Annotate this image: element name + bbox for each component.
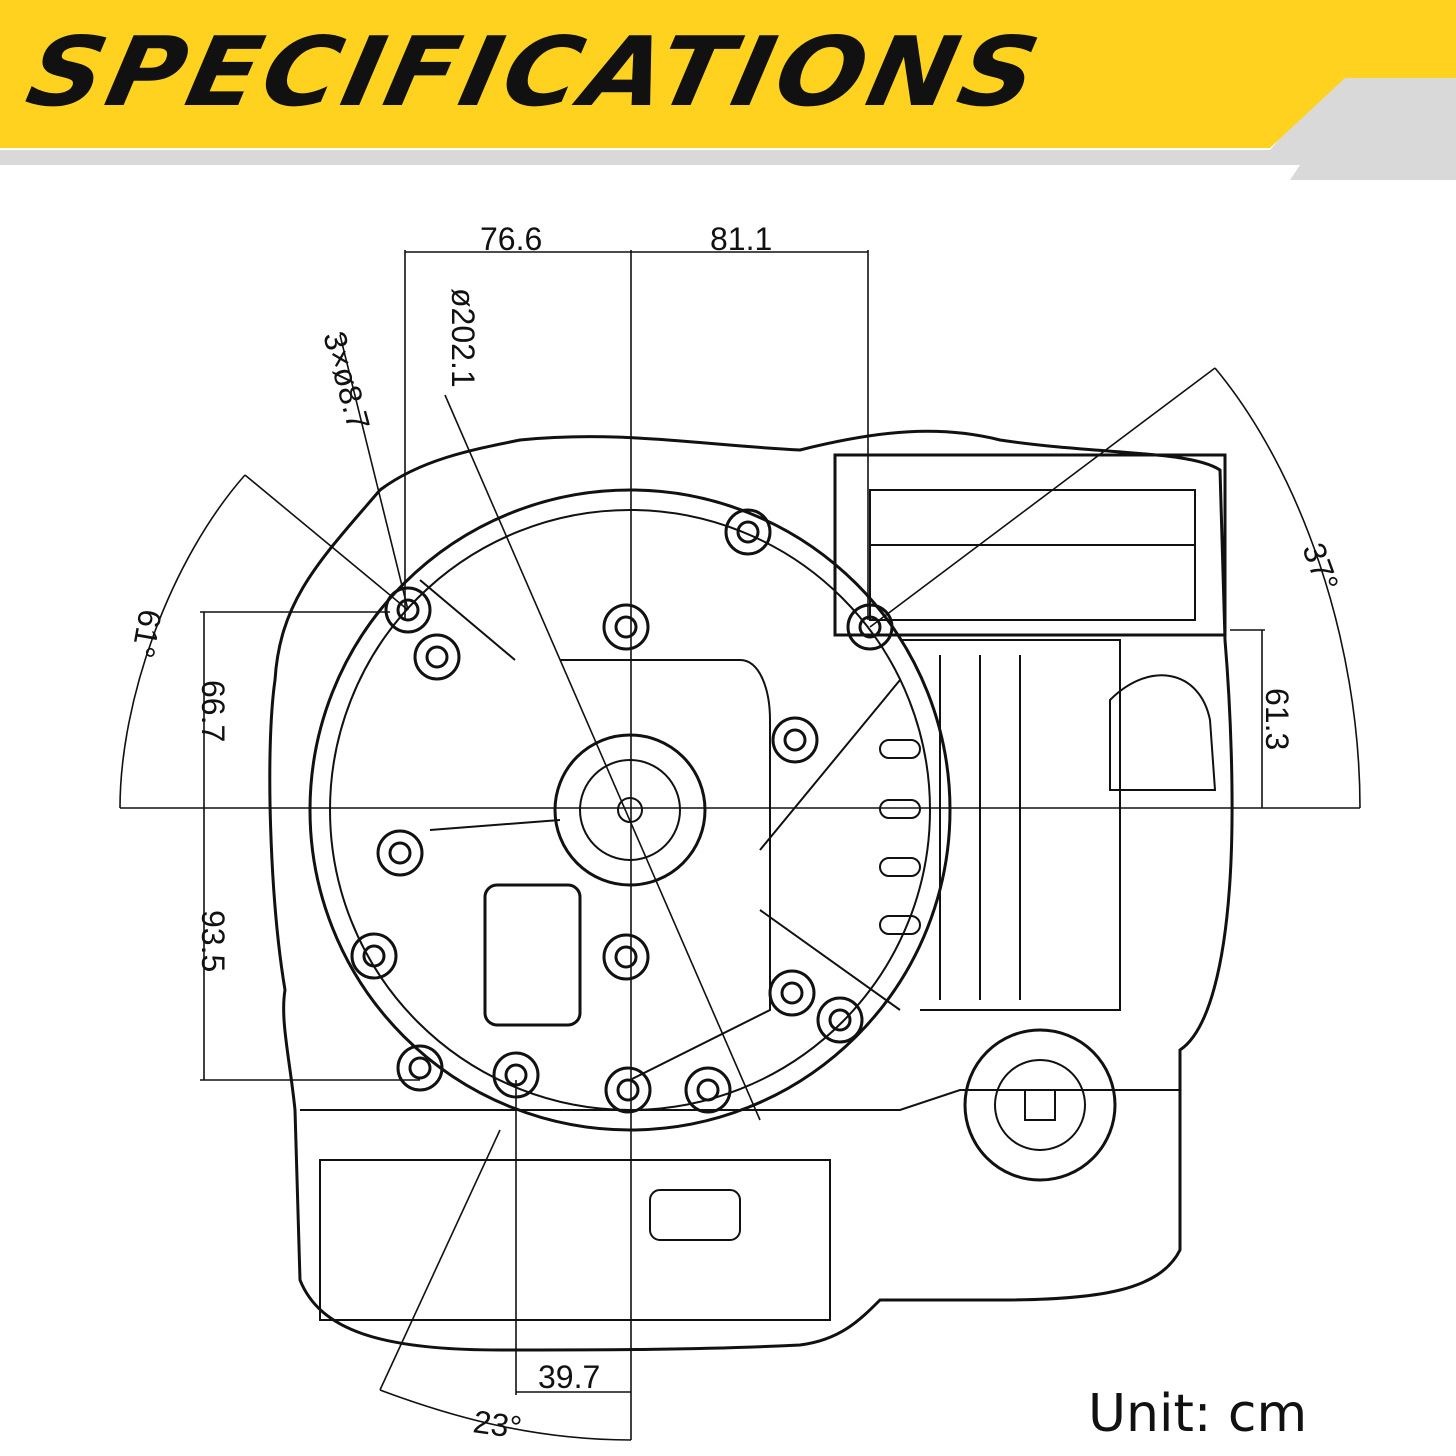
unit-label: Unit: cm (1088, 1384, 1308, 1444)
dim-top-left: 76.6 (480, 221, 542, 257)
header-banner (0, 0, 1456, 200)
dim-right-upper: 61.3 (1259, 688, 1295, 750)
dim-left-lower: 93.5 (195, 910, 231, 972)
dim-top-right: 81.1 (710, 221, 772, 257)
dim-left-upper: 66.7 (195, 680, 231, 742)
dim-holes: 3×ø8.7 (316, 327, 377, 433)
dim-angle-right: 37° (1295, 538, 1345, 596)
banner-yellow-band (0, 0, 1456, 148)
dim-diameter: ø202.1 (445, 288, 481, 388)
dim-bottom: 39.7 (538, 1359, 600, 1395)
bolt-holes (350, 508, 894, 1114)
banner-shadow-stripe (0, 70, 1456, 180)
dim-angle-bottom: 23° (471, 1403, 524, 1445)
dimension-lines (119, 250, 1361, 1441)
engine-outline (268, 429, 1234, 1352)
dim-angle-left: 61° (125, 607, 169, 661)
